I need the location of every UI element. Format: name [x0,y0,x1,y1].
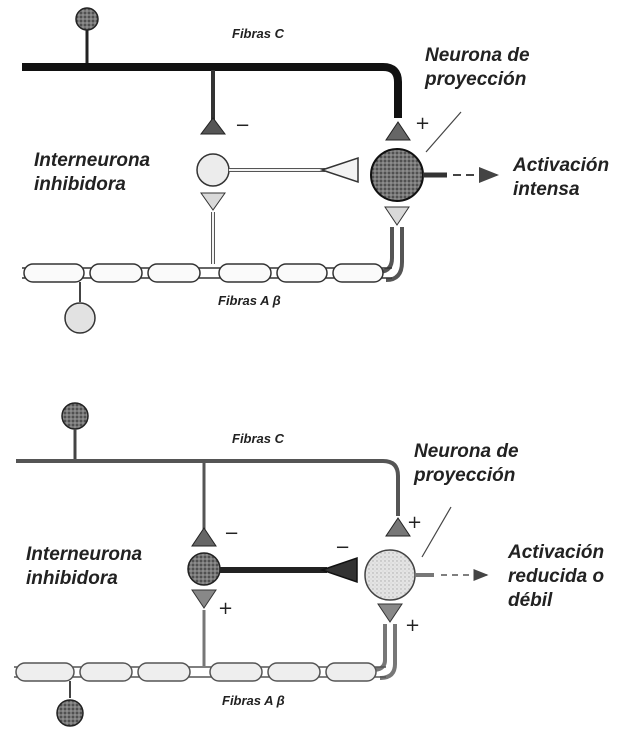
synapse-ab-interneuron-top [201,193,225,210]
c-fiber-cell-body [76,8,98,30]
fibras-ab-label-bottom: Fibras A β [222,693,285,709]
neurona-pointer-bottom [422,507,451,557]
sign-proj-top-bottom: + [407,512,422,533]
c-fiber-cell-body-bottom [62,403,88,429]
activacion-label-bottom: Activación reducida o débil [508,541,604,612]
c-fiber-bottom [16,461,398,516]
neurona-line-1: Neurona de [414,440,519,464]
ab-branch-projection-top [378,227,392,272]
activacion-line-2: intensa [513,178,609,202]
interneuron-top [197,154,229,186]
synapse-c-interneuron-bottom [192,528,216,546]
neurona-line-1: Neurona de [425,44,530,68]
ab-fiber-top [22,264,392,282]
sign-proj-top: + [415,113,430,134]
activacion-line-3: débil [508,589,604,613]
inhibitory-terminal-top [322,158,358,182]
neurona-pointer-top [426,112,461,152]
fibras-c-label-top: Fibras C [232,26,284,42]
ab-cell-body-bottom [57,700,83,726]
synapse-ab-projection-bottom [378,604,402,622]
activacion-label-top: Activación intensa [513,154,609,202]
sign-proj-bottom: + [405,615,420,636]
synapse-c-projection [386,122,410,140]
neurona-label-bottom: Neurona de proyección [414,440,519,488]
sign-inhib-top: − [235,115,250,136]
interneurona-label-top: Interneurona inhibidora [34,149,150,197]
fibras-c-label-bottom: Fibras C [232,431,284,447]
activacion-line-2: reducida o [508,565,604,589]
ab-cell-body-top [65,303,95,333]
ab-fiber-bottom [14,663,386,681]
synapse-ab-interneuron-bottom [192,590,216,608]
sign-inhib-top-bottom: − [224,523,239,544]
inhibitory-terminal-bottom [322,558,357,582]
neurona-line-2: proyección [414,464,519,488]
c-fiber [22,67,398,118]
sign-inhib-bottom: + [218,598,233,619]
interneurona-line-1: Interneurona [34,149,150,173]
synapse-ab-projection-top [385,207,409,225]
interneurona-line-2: inhibidora [26,567,142,591]
activacion-line-1: Activación [513,154,609,178]
interneurona-line-1: Interneurona [26,543,142,567]
projection-neuron-top [371,149,423,201]
sign-inhib-axon-bottom: − [335,537,350,558]
interneuron-bottom [188,553,220,585]
neurona-line-2: proyección [425,68,530,92]
ab-branch-projection-bottom [372,624,385,670]
synapse-c-interneuron [201,118,225,134]
interneurona-label-bottom: Interneurona inhibidora [26,543,142,591]
interneurona-line-2: inhibidora [34,173,150,197]
projection-neuron-bottom [365,550,415,600]
neurona-label-top: Neurona de proyección [425,44,530,92]
activacion-line-1: Activación [508,541,604,565]
fibras-ab-label-top: Fibras A β [218,293,281,309]
